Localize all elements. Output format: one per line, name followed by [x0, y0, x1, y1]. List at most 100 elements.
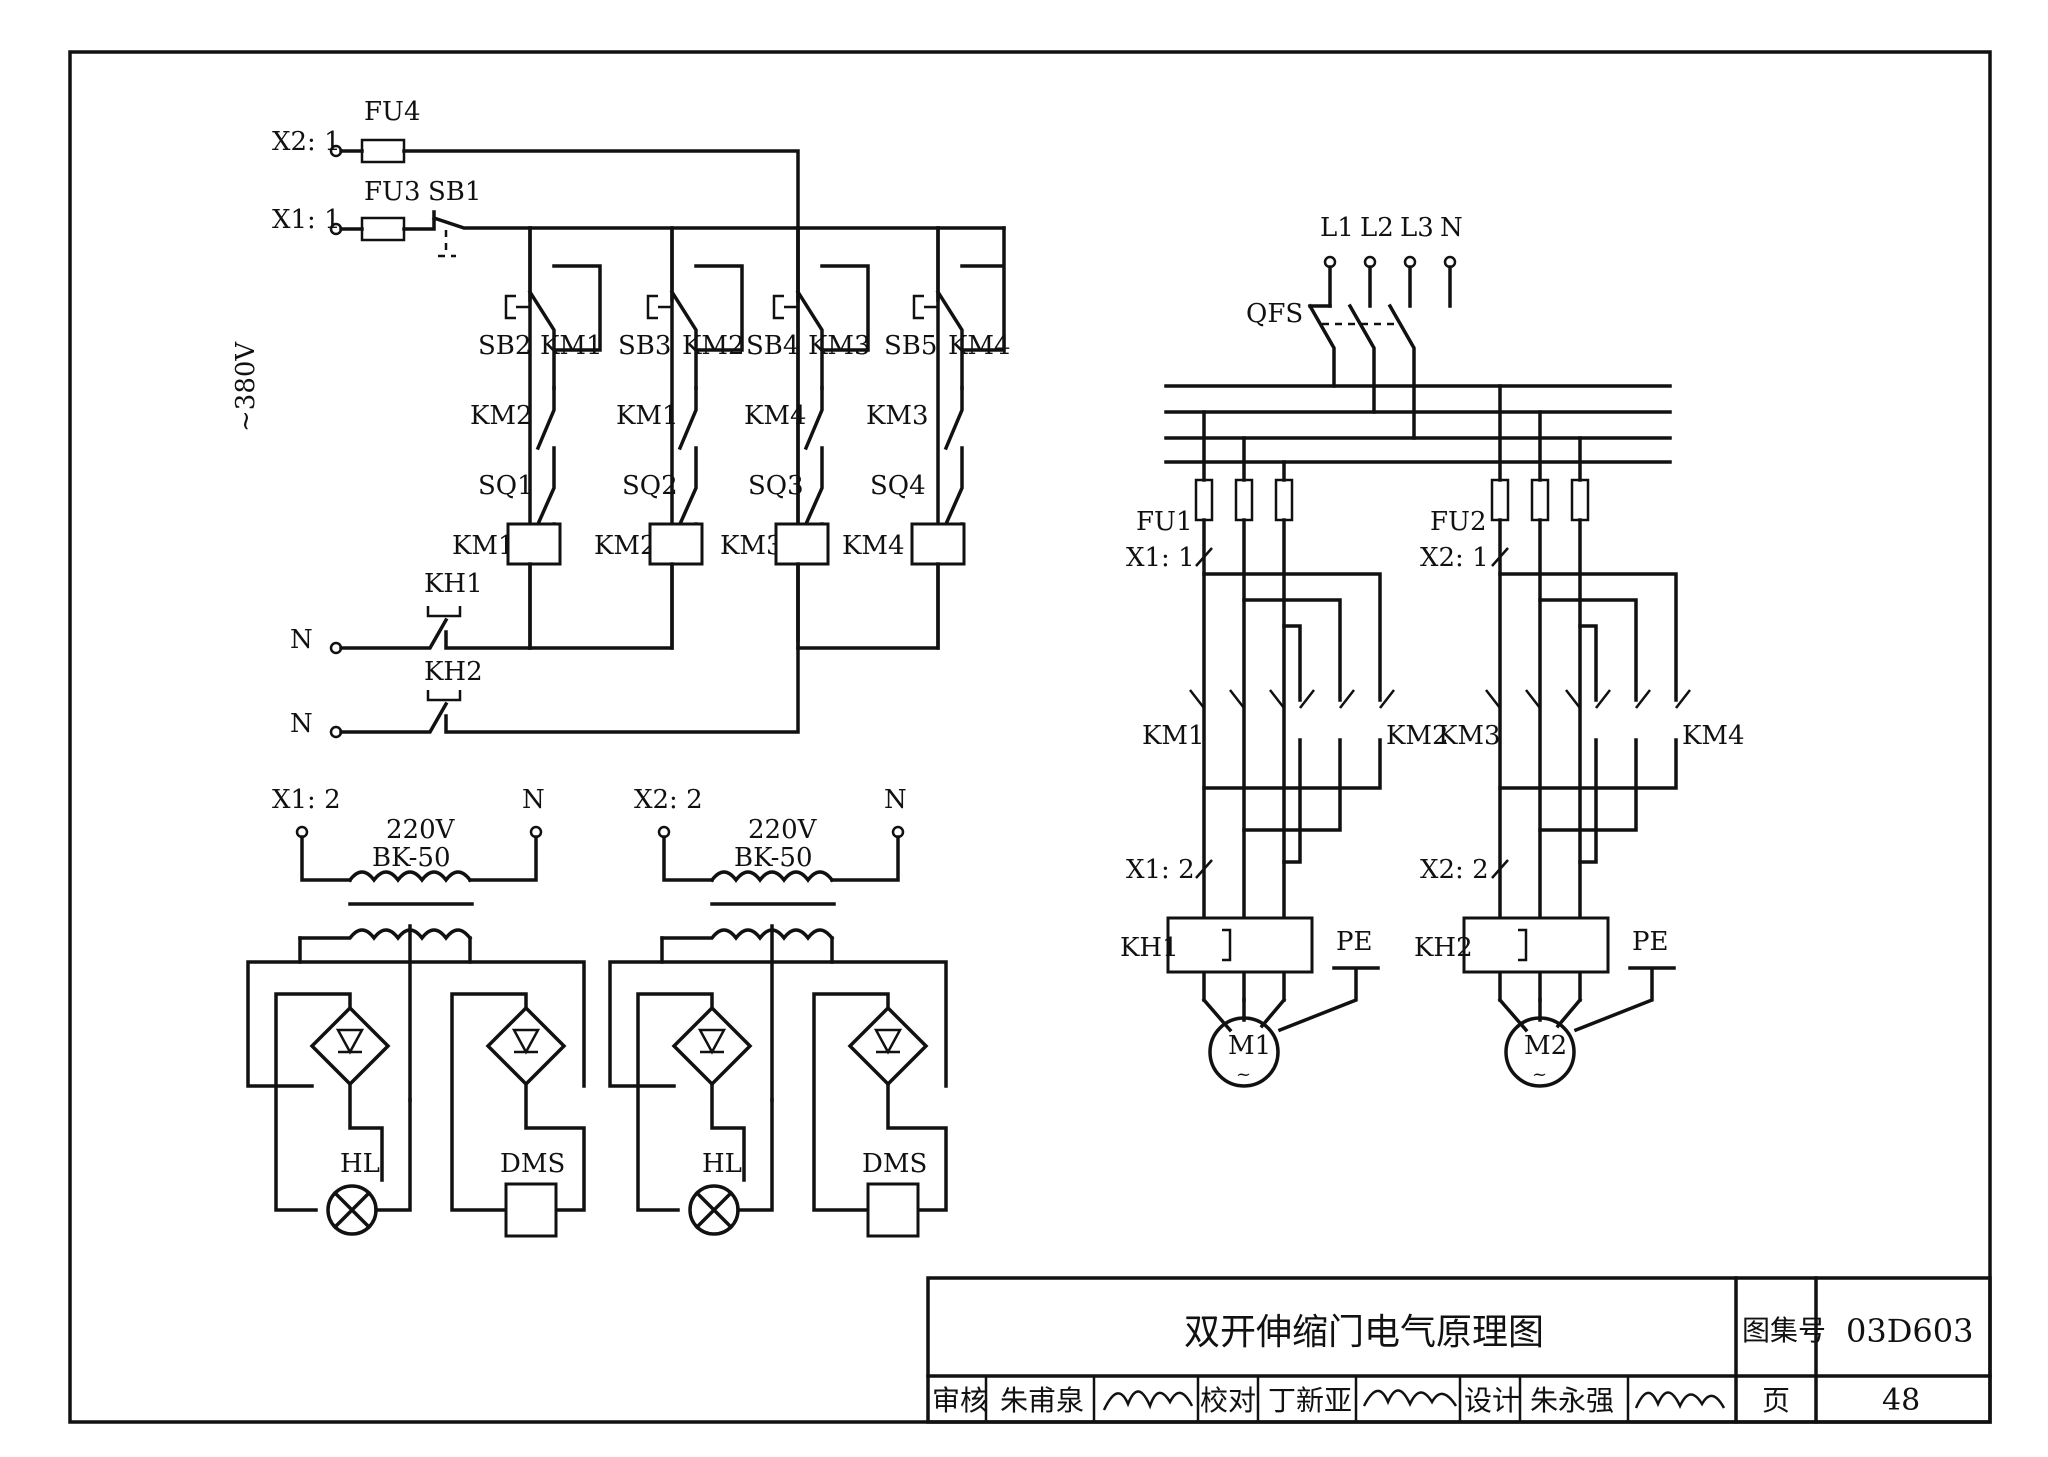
limit-sq3-label: SQ3 — [748, 471, 804, 501]
earth-pe2-label: PE — [1632, 927, 1668, 957]
coil-km3-label: KM3 — [720, 531, 783, 561]
light1-rectifier-lamp — [309, 1005, 391, 1087]
coil-km2-label: KM2 — [594, 531, 657, 561]
motor-m1-label: M1 — [1228, 1031, 1271, 1061]
page-label: 页 — [1762, 1384, 1790, 1417]
light2-lock-label: DMS — [862, 1149, 927, 1179]
branch-3: SB4 KM3 KM4 SQ3 KM3 — [720, 226, 871, 650]
title-block: 双开伸缩门电气原理图 图集号 03D603 审核 朱甫泉 校对 丁新亚 设计 朱… — [926, 1276, 1992, 1424]
button-sb5-label: SB5 — [884, 331, 937, 361]
phase-l3-label: L3 — [1400, 213, 1434, 243]
voltage-label: ~380V — [231, 341, 261, 432]
control-circuit: ~380V X2: 1 FU4 X1: 1 FU3 SB1 SB2 KM1 KM… — [231, 97, 1011, 739]
designer-signature — [1634, 1391, 1726, 1409]
coil-km4-label: KM4 — [842, 531, 905, 561]
contactor-km1-label: KM1 — [1142, 721, 1205, 751]
holding-km3-label: KM3 — [808, 331, 871, 361]
relay-kh2 — [1462, 916, 1610, 974]
holding-km1-label: KM1 — [540, 331, 603, 361]
relay-kh1-label: KH1 — [1120, 933, 1179, 963]
check-label: 校对 — [1200, 1384, 1256, 1417]
term-x2-1-label: X2: 1 — [1420, 543, 1489, 573]
phase-l1-label: L1 — [1320, 213, 1354, 243]
phase-n-label: N — [1440, 213, 1463, 243]
terminal-x2-label: X2: 1 — [272, 127, 341, 157]
interlock-km3-label: KM3 — [866, 401, 929, 431]
overload-kh1-label: KH1 — [424, 569, 483, 599]
reviewer-signature — [1102, 1390, 1194, 1411]
light2-rectifier-lock — [847, 1005, 929, 1087]
breaker-label: QFS — [1246, 299, 1303, 329]
motor-m2 — [1504, 1016, 1576, 1088]
designer-name: 朱永强 — [1530, 1384, 1614, 1417]
motor-m2-symbol: ~ — [1532, 1064, 1547, 1085]
light2-primary-coil — [709, 870, 835, 883]
light1-transformer-label: BK-50 — [372, 843, 451, 873]
lighting-circuit-2: X2: 2 N 220V BK-50 HL DMS — [608, 785, 948, 1238]
fuse-fu4 — [360, 138, 406, 164]
fuse-fu2-label: FU2 — [1430, 507, 1487, 537]
holding-km4-label: KM4 — [948, 331, 1011, 361]
light2-secondary-coil — [660, 928, 835, 941]
interlock-km2-label: KM2 — [470, 401, 533, 431]
branch-1: SB2 KM1 KM2 SQ1 KM1 — [452, 226, 603, 650]
coil-km3 — [774, 522, 830, 566]
busbars — [1164, 384, 1672, 464]
interlock-km1-label: KM1 — [616, 401, 679, 431]
overload-kh1-contact — [339, 617, 532, 650]
neutral-1-label: N — [290, 625, 313, 655]
light2-rectifier-lamp — [671, 1005, 753, 1087]
branch-rail-left — [528, 226, 674, 650]
button-sb4-label: SB4 — [746, 331, 799, 361]
power-circuit: L1 L2 L3 N QFS FU1 X1: 1 KM1 K — [1120, 213, 1745, 1088]
motor-m1-symbol: ~ — [1236, 1064, 1251, 1085]
holding-km2-label: KM2 — [682, 331, 745, 361]
earth-pe1-label: PE — [1336, 927, 1372, 957]
light2-door-lock — [866, 1182, 920, 1238]
stop-button-label: SB1 — [428, 177, 481, 207]
phase-l2-label: L2 — [1360, 213, 1394, 243]
coil-km4 — [910, 522, 966, 566]
limit-sq4-label: SQ4 — [870, 471, 926, 501]
term-x1-1-label: X1: 1 — [1126, 543, 1195, 573]
fuse-fu1-label: FU1 — [1136, 507, 1193, 537]
branch-2: SB3 KM2 KM1 SQ2 KM2 — [594, 226, 745, 650]
motor-m2-label: M2 — [1524, 1031, 1567, 1061]
motor-m1 — [1208, 1016, 1280, 1088]
light2-transformer-label: BK-50 — [734, 843, 813, 873]
coil-km1-label: KM1 — [452, 531, 515, 561]
contactor-km2-label: KM2 — [1386, 721, 1449, 751]
light1-secondary-coil — [298, 928, 473, 941]
fuse-fu3-label: FU3 — [364, 177, 421, 207]
contactor-km3-label: KM3 — [1438, 721, 1501, 751]
lighting-circuit-1: X1: 2 N 220V BK-50 HL DMS — [246, 785, 586, 1238]
term-x1-2-label: X1: 2 — [1126, 855, 1195, 885]
relay-kh2-label: KH2 — [1414, 933, 1473, 963]
term-x2-2-label: X2: 2 — [1420, 855, 1489, 885]
light2-voltage-label: 220V — [748, 815, 818, 845]
light2-lamp-label: HL — [702, 1149, 742, 1179]
fuse-fu3 — [360, 216, 406, 242]
overload-kh2-contact — [339, 646, 800, 734]
light1-lock-label: DMS — [500, 1149, 565, 1179]
button-sb3-label: SB3 — [618, 331, 671, 361]
light2-terminal-label: X2: 2 — [634, 785, 703, 815]
light1-door-lock — [504, 1182, 558, 1238]
checker-signature — [1362, 1389, 1458, 1407]
atlas-label: 图集号 — [1742, 1314, 1826, 1347]
stop-button-sb1 — [339, 210, 1006, 231]
relay-kh1 — [1166, 916, 1314, 974]
design-label: 设计 — [1464, 1384, 1520, 1417]
light1-primary-coil — [347, 870, 473, 883]
motor-feeder-1: FU1 X1: 1 KM1 KM2 X1: 2 KH1 PE M1 ~ — [1120, 410, 1449, 1088]
light1-terminal-label: X1: 2 — [272, 785, 341, 815]
coil-km2 — [648, 522, 704, 566]
page-number: 48 — [1882, 1383, 1920, 1418]
branch-4: SB5 KM4 KM3 SQ4 KM4 — [842, 226, 1011, 650]
light1-neutral-label: N — [522, 785, 545, 815]
review-label: 审核 — [932, 1384, 988, 1417]
drawing-title: 双开伸缩门电气原理图 — [1184, 1312, 1544, 1353]
light1-lamp-label: HL — [340, 1149, 380, 1179]
limit-sq1-label: SQ1 — [478, 471, 534, 501]
neutral-2-label: N — [290, 709, 313, 739]
